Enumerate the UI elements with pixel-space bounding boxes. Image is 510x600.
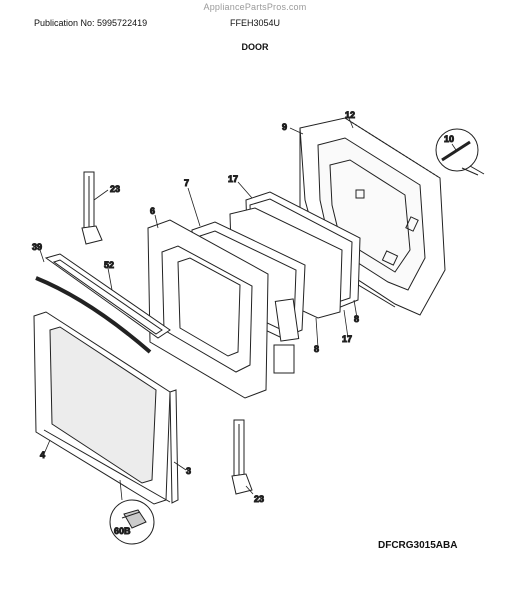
callout-6: 6 xyxy=(150,206,155,216)
part-10-hinge-pin xyxy=(435,128,485,176)
section-title: DOOR xyxy=(241,42,269,52)
callout-7: 7 xyxy=(184,178,189,188)
callout-3: 3 xyxy=(186,466,191,476)
callout-8-mid: 8 xyxy=(314,344,319,354)
part-23-hinge-top xyxy=(81,171,103,245)
model-number: FFEH3054U xyxy=(230,18,281,28)
part-52-handle-trim xyxy=(44,253,171,339)
part-39-door-handle xyxy=(35,276,152,354)
callout-23-top: 23 xyxy=(110,184,120,194)
diagram-code: DFCRG3015ABA xyxy=(378,540,458,551)
callout-23-bottom: 23 xyxy=(254,494,264,504)
callout-9: 9 xyxy=(282,122,287,132)
callout-52: 52 xyxy=(104,260,114,270)
watermark: AppliancePartsPros.com xyxy=(203,2,307,12)
callout-12: 12 xyxy=(345,110,355,120)
callout-39: 39 xyxy=(32,242,42,252)
part-23-hinge-bottom xyxy=(231,419,253,495)
part-6-inner-panel xyxy=(147,219,269,399)
callout-10: 10 xyxy=(444,134,454,144)
part-3-side-trim xyxy=(43,389,179,504)
callout-17-top: 17 xyxy=(228,174,238,184)
callout-4: 4 xyxy=(40,450,45,460)
callout-17-bottom: 17 xyxy=(342,334,352,344)
publication-number: Publication No: 5995722419 xyxy=(34,18,148,28)
part-60b-screw xyxy=(109,499,155,545)
leader-lines xyxy=(39,117,457,501)
callout-8-right: 8 xyxy=(354,314,359,324)
callout-60b: 60B xyxy=(114,526,131,536)
part-4-outer-door xyxy=(33,311,171,505)
